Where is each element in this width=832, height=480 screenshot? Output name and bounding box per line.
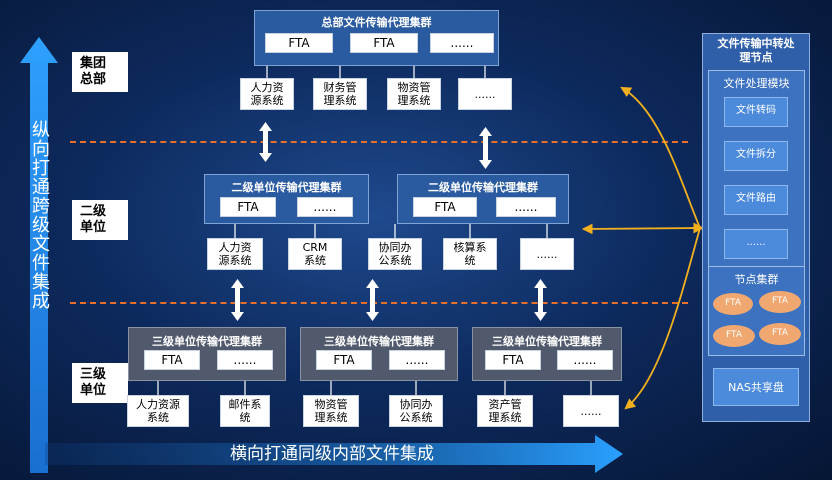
- double-arrow-2: [479, 127, 492, 169]
- second-cluster-2-title: 二级单位传输代理集群: [428, 181, 538, 194]
- node-fta-4: FTA: [759, 323, 801, 345]
- third-cluster-3-title: 三级单位传输代理集群: [492, 335, 602, 348]
- third-3-fta-1: FTA: [485, 350, 541, 370]
- third-2-fta-1: FTA: [316, 350, 372, 370]
- third-3-system-asset: 资产管 理系统: [477, 395, 533, 427]
- module-more: ......: [724, 229, 788, 259]
- node-fta-1: FTA: [713, 293, 753, 315]
- second-2-system-more: ......: [520, 238, 574, 270]
- second-2-fta-1: FTA: [413, 197, 477, 217]
- second-1-fta-1: FTA: [220, 197, 276, 217]
- module-transcode: 文件转码: [724, 97, 788, 127]
- hq-fta-2: FTA: [350, 33, 418, 53]
- hq-fta-1: FTA: [265, 33, 333, 53]
- second-1-fta-2: ......: [297, 197, 353, 217]
- node-fta-3: FTA: [713, 325, 755, 347]
- horizontal-caption: 横向打通同级内部文件集成: [230, 444, 434, 464]
- level-divider-1: [70, 141, 688, 143]
- third-1-fta-1: FTA: [144, 350, 200, 370]
- hq-cluster: 总部文件传输代理集群 FTA FTA ......: [254, 10, 499, 66]
- file-processing-module: 文件处理模块 文件转码 文件拆分 文件路由 ......: [708, 70, 805, 292]
- hq-system-finance: 财务管 理系统: [313, 78, 367, 110]
- second-cluster-1-title: 二级单位传输代理集群: [231, 181, 342, 194]
- second-2-system-accounting: 核算系 统: [443, 238, 497, 270]
- nas-share: NAS共享盘: [713, 368, 799, 406]
- double-arrow-3: [231, 279, 244, 321]
- second-1-system-crm: CRM 系统: [288, 238, 342, 270]
- third-1-system-hr: 人力资源 系统: [127, 395, 189, 427]
- third-cluster-2: 三级单位传输代理集群 FTA ......: [300, 327, 458, 381]
- third-2-fta-2: ......: [389, 350, 445, 370]
- third-2-system-office: 协同办 公系统: [389, 395, 443, 427]
- second-cluster-1: 二级单位传输代理集群 FTA ......: [204, 174, 369, 224]
- third-3-system-more: ......: [563, 395, 619, 427]
- node-cluster: 节点集群 FTA FTA FTA FTA: [708, 266, 805, 356]
- hq-system-more: ......: [458, 78, 512, 110]
- vertical-caption: 纵向打通跨级文件集成: [29, 120, 50, 310]
- third-cluster-1-title: 三级单位传输代理集群: [152, 335, 262, 348]
- module-routing: 文件路由: [724, 185, 788, 215]
- level-label-third: 三级 单位: [72, 363, 128, 403]
- third-3-fta-2: ......: [557, 350, 613, 370]
- hq-cluster-title: 总部文件传输代理集群: [321, 16, 432, 29]
- vertical-arrow: [20, 37, 58, 473]
- node-cluster-title: 节点集群: [734, 273, 779, 286]
- second-2-system-office: 协同办 公系统: [368, 238, 422, 270]
- second-cluster-2: 二级单位传输代理集群 FTA ......: [397, 174, 569, 224]
- hq-system-material: 物资管 理系统: [387, 78, 441, 110]
- third-cluster-1: 三级单位传输代理集群 FTA ......: [128, 327, 286, 381]
- level-divider-2: [70, 302, 688, 304]
- relay-panel: 文件传输中转处 理节点 文件处理模块 文件转码 文件拆分 文件路由 ......…: [702, 33, 810, 422]
- third-cluster-3: 三级单位传输代理集群 FTA ......: [472, 327, 622, 381]
- module-title: 文件处理模块: [723, 77, 790, 90]
- third-cluster-2-title: 三级单位传输代理集群: [324, 335, 434, 348]
- hq-system-hr: 人力资 源系统: [240, 78, 294, 110]
- third-2-system-material: 物资管 理系统: [303, 395, 359, 427]
- second-1-system-hr: 人力资 源系统: [207, 238, 263, 270]
- level-label-hq: 集团 总部: [72, 52, 128, 92]
- second-2-fta-2: ......: [496, 197, 556, 217]
- level-label-second: 二级 单位: [72, 200, 128, 240]
- module-split: 文件拆分: [724, 141, 788, 171]
- third-1-system-mail: 邮件系 统: [220, 395, 270, 427]
- double-arrow-4: [366, 279, 379, 321]
- third-1-fta-2: ......: [217, 350, 273, 370]
- relay-title: 文件传输中转处 理节点: [717, 37, 795, 64]
- horizontal-arrow: [45, 435, 623, 473]
- double-arrow-5: [534, 279, 547, 321]
- hq-fta-3: ......: [430, 33, 494, 53]
- node-fta-2: FTA: [759, 291, 801, 313]
